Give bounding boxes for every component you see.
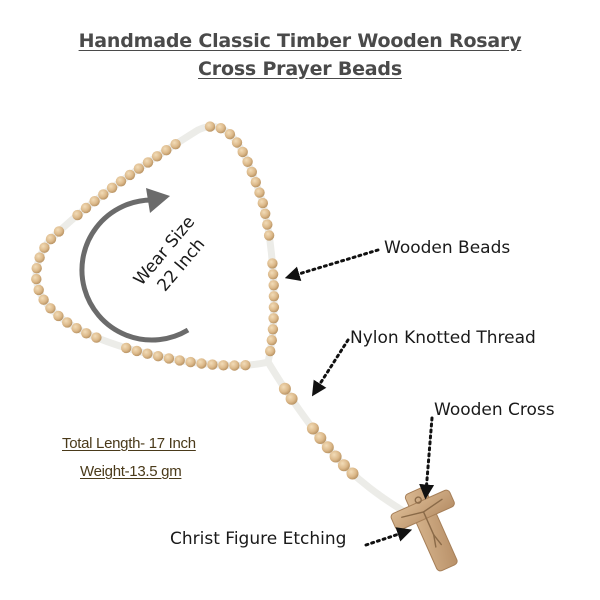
wear-size-indicator bbox=[79, 188, 190, 343]
wooden-bead bbox=[39, 242, 50, 253]
wooden-bead bbox=[314, 432, 327, 444]
wooden-bead bbox=[204, 121, 216, 132]
wooden-bead bbox=[257, 197, 268, 209]
wooden-bead bbox=[38, 294, 49, 305]
wooden-bead bbox=[265, 345, 276, 357]
wooden-bead bbox=[246, 166, 257, 178]
wooden-bead bbox=[260, 208, 271, 219]
wooden-bead bbox=[115, 176, 127, 187]
wooden-bead bbox=[33, 284, 44, 296]
pointer-beads bbox=[284, 248, 380, 282]
page-title-line1: Handmade Classic Timber Wooden Rosary bbox=[78, 30, 522, 52]
wooden-bead bbox=[31, 263, 42, 274]
wooden-bead bbox=[268, 313, 279, 324]
weight: Weight-13.5 gm bbox=[80, 463, 182, 480]
wooden-bead bbox=[81, 328, 92, 339]
callout-wooden-cross: Wooden Cross bbox=[434, 400, 555, 420]
wooden-bead bbox=[262, 219, 273, 230]
dotted-pointers bbox=[284, 248, 435, 547]
wooden-bead bbox=[215, 123, 226, 134]
wooden-bead bbox=[61, 317, 73, 328]
pointer-etching bbox=[364, 527, 413, 547]
curved-arrow-icon bbox=[79, 197, 190, 343]
wooden-bead bbox=[106, 182, 118, 193]
wooden-beads bbox=[31, 121, 359, 480]
arrow-head-icon bbox=[146, 188, 170, 213]
wooden-bead bbox=[254, 187, 265, 198]
pointer-cross bbox=[419, 416, 435, 500]
wooden-bead bbox=[91, 332, 102, 343]
wooden-bead bbox=[267, 269, 279, 280]
wooden-bead bbox=[250, 177, 261, 188]
wooden-bead bbox=[329, 450, 342, 463]
wooden-bead bbox=[53, 310, 64, 322]
wooden-bead bbox=[229, 360, 240, 371]
wooden-bead bbox=[131, 345, 142, 357]
wooden-bead bbox=[237, 146, 248, 158]
wooden-bead bbox=[224, 129, 236, 140]
callout-christ-etching: Christ Figure Etching bbox=[170, 529, 347, 549]
wooden-bead bbox=[71, 323, 82, 334]
wooden-bead bbox=[98, 189, 109, 200]
wooden-bead bbox=[267, 258, 278, 269]
wooden-bead bbox=[207, 359, 218, 370]
wooden-bead bbox=[242, 156, 253, 167]
wooden-bead bbox=[185, 356, 196, 368]
wooden-bead bbox=[142, 157, 154, 168]
wooden-bead bbox=[31, 273, 42, 285]
wooden-cross bbox=[390, 487, 458, 572]
wooden-bead bbox=[170, 139, 181, 150]
wooden-bead bbox=[321, 441, 334, 454]
wooden-bead bbox=[161, 145, 172, 156]
nylon-thread bbox=[32, 123, 414, 519]
wooden-bead bbox=[89, 196, 100, 207]
wooden-bead bbox=[266, 335, 277, 346]
wooden-bead bbox=[285, 392, 298, 405]
wooden-bead bbox=[268, 291, 280, 302]
pointer-thread bbox=[311, 338, 350, 397]
wooden-bead bbox=[53, 226, 65, 237]
wooden-bead bbox=[174, 355, 185, 366]
wooden-bead bbox=[163, 353, 175, 364]
wooden-bead bbox=[196, 358, 207, 369]
wooden-bead bbox=[218, 360, 229, 371]
wooden-bead bbox=[124, 169, 136, 181]
wooden-bead bbox=[231, 137, 243, 148]
total-length: Total Length- 17 Inch bbox=[62, 435, 196, 452]
wooden-bead bbox=[80, 202, 92, 214]
wooden-bead bbox=[152, 351, 164, 362]
wooden-bead bbox=[263, 230, 275, 241]
wooden-bead bbox=[268, 280, 279, 291]
wooden-bead bbox=[142, 348, 153, 359]
wooden-bead bbox=[267, 324, 279, 335]
wooden-bead bbox=[45, 303, 56, 314]
wooden-bead bbox=[240, 360, 251, 371]
wooden-bead bbox=[34, 252, 45, 263]
wooden-bead bbox=[121, 342, 132, 354]
wooden-bead bbox=[45, 233, 57, 245]
callout-wooden-beads: Wooden Beads bbox=[384, 238, 511, 258]
wooden-bead bbox=[151, 151, 163, 162]
page-title-line2: Cross Prayer Beads bbox=[198, 58, 402, 80]
wooden-bead bbox=[278, 382, 291, 395]
wooden-bead bbox=[268, 302, 280, 313]
wooden-bead bbox=[72, 209, 83, 221]
wooden-bead bbox=[133, 163, 145, 174]
wooden-bead bbox=[306, 422, 319, 435]
wooden-bead bbox=[346, 467, 359, 480]
callout-nylon-thread: Nylon Knotted Thread bbox=[350, 328, 536, 348]
wooden-bead bbox=[337, 459, 350, 472]
